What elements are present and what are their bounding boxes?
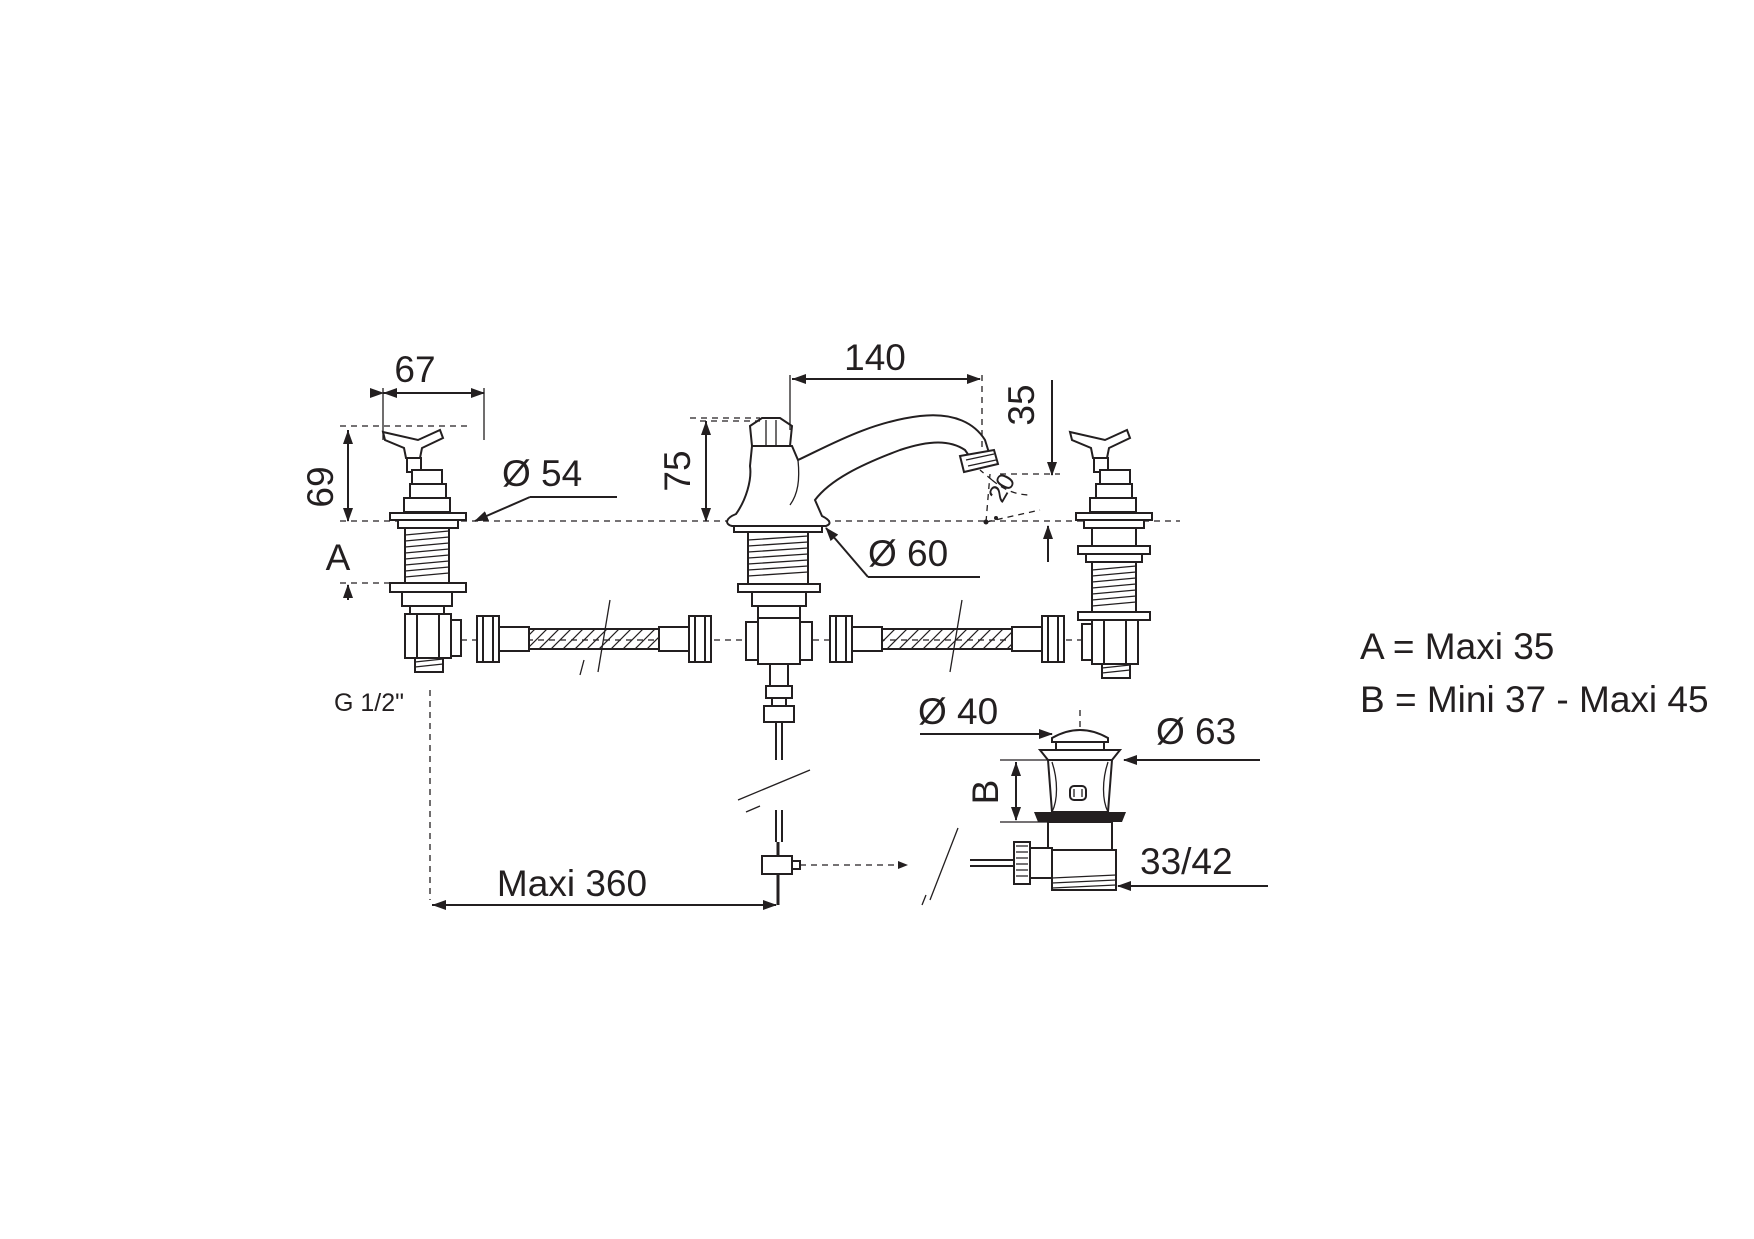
label-drain-outlet: 33/42 <box>1140 841 1233 882</box>
hose-right <box>829 599 1065 673</box>
dimension-lines <box>343 374 1268 910</box>
legend-b: B = Mini 37 - Maxi 45 <box>1360 679 1709 720</box>
label-max-spread: Maxi 360 <box>497 863 647 904</box>
label-spout-drop: 35 <box>1001 384 1042 425</box>
right-valve <box>1068 428 1153 679</box>
label-drain-inner: Ø 40 <box>918 691 998 732</box>
label-spout-reach: 140 <box>844 337 906 378</box>
hex-nut-left <box>404 613 462 659</box>
label-drain-height: B <box>965 780 1006 805</box>
label-handle-height: 69 <box>300 466 341 507</box>
pop-up-plug-icon <box>1051 729 1109 751</box>
label-thread: G 1/2" <box>334 689 404 717</box>
legend-a: A = Maxi 35 <box>1360 626 1554 667</box>
label-flange-left: Ø 54 <box>502 453 582 494</box>
label-spout-height: 75 <box>657 450 698 491</box>
label-drain-outer: Ø 63 <box>1156 711 1236 752</box>
left-valve <box>381 428 467 673</box>
spout-body <box>726 414 1000 905</box>
label-flange-center: Ø 60 <box>868 533 948 574</box>
hose-left <box>476 599 712 676</box>
thread-shank-left <box>404 527 450 584</box>
label-deck-thickness: A <box>326 537 351 578</box>
cross-handle-right-icon <box>1068 428 1132 459</box>
pop-up-rod-clamp-icon <box>761 855 801 875</box>
label-angle: 20 <box>983 469 1021 507</box>
drain-waste <box>921 710 1126 906</box>
label-handle-width: 67 <box>394 349 435 390</box>
dimension-labels: 67 69 Ø 54 140 35 75 Ø 60 20 A G 1/2" Ma… <box>300 337 1236 904</box>
aerator-icon <box>958 448 1000 474</box>
spout-knob-icon <box>748 417 794 447</box>
legend: A = Maxi 35 B = Mini 37 - Maxi 45 <box>1360 626 1709 720</box>
